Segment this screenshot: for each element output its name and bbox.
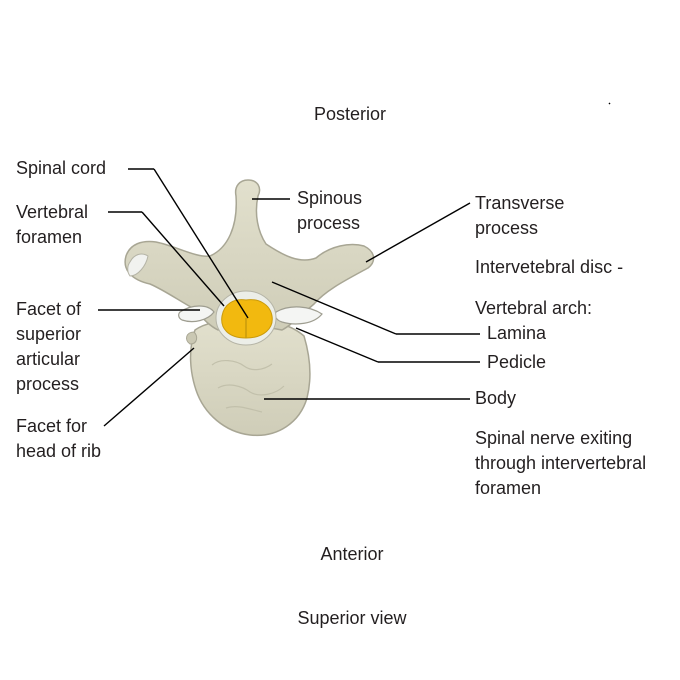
leader-facet-rib [103,347,195,427]
label-spinous-process: Spinous process [297,188,363,233]
body-texture [211,360,285,413]
label-posterior: Posterior [313,104,387,124]
label-superior-view: Superior view [297,608,407,628]
leader-pedicle-diag [295,327,379,363]
label-spinal-cord: Spinal cord [16,158,107,178]
spinal-cord-shape [221,299,273,339]
label-facet-head-of-rib: Facet for head of rib [16,416,102,461]
stray-tick [608,102,611,105]
label-transverse-process: Transverse process [475,193,565,238]
transverse-facet-left [127,253,149,277]
leader-vertebral-foramen-diag [141,211,225,307]
label-lamina: Lamina [487,323,547,343]
leader-lamina-diag [271,281,397,335]
leader-spinal-cord-diag [153,168,249,319]
label-intervertebral-disc: Intervetebral disc - [475,257,624,277]
label-anterior: Anterior [320,544,384,564]
label-spinal-nerve: Spinal nerve exiting through interverteb… [475,428,647,498]
label-facet-superior-articular: Facet of superior articular process [16,299,82,394]
costal-facet-shape [186,331,198,345]
label-pedicle: Pedicle [487,352,547,372]
leader-transverse [365,202,471,263]
superior-facet-right [274,306,323,325]
label-vertebral-arch: Vertebral arch: [475,298,593,318]
label-body: Body [475,388,517,408]
label-vertebral-foramen: Vertebral foramen [16,202,89,247]
